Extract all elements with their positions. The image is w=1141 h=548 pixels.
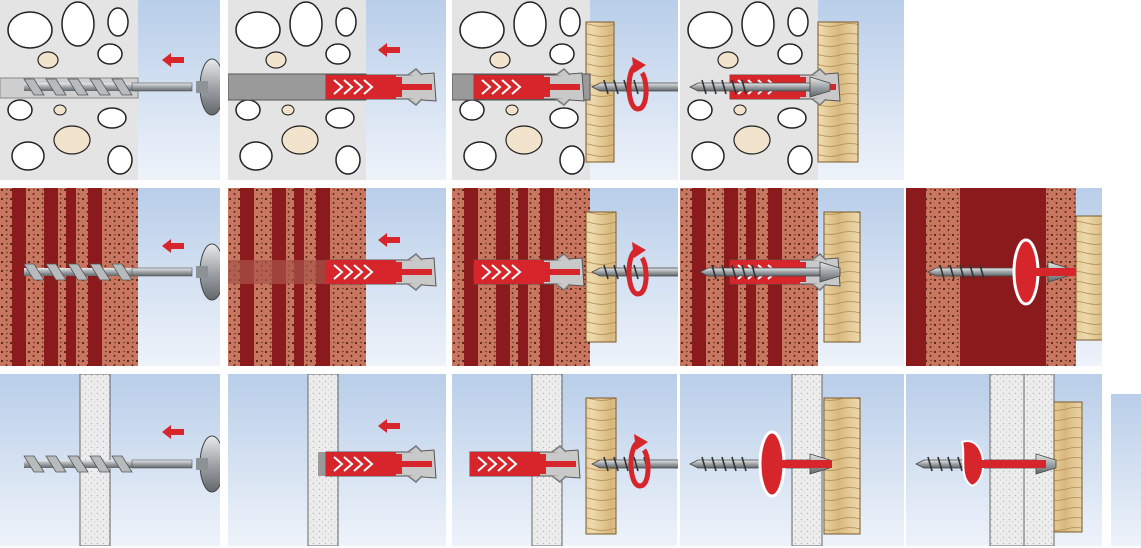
row1-step1-drill: [0, 0, 220, 180]
row2-step2-insert-plug: [228, 188, 446, 366]
row1-step3-drive-screw: [452, 0, 678, 180]
edge-strip: [1111, 394, 1141, 546]
row3-step1-drill: [0, 374, 220, 546]
row1-step4-expanded: [680, 0, 904, 180]
row2-step5-knotted-in-cavity: [906, 188, 1102, 366]
row3-step3-drive-screw: [452, 374, 678, 546]
row3-step4-folded-behind-board: [680, 374, 904, 546]
row1-step2-insert-plug: [228, 0, 446, 180]
row2-step1-drill: [0, 188, 220, 366]
row3-step2-insert-plug: [228, 374, 446, 546]
row2-step3-drive-screw: [452, 188, 678, 366]
row2-step4-expanded: [680, 188, 904, 366]
row3-step5-knotted-behind-board: [906, 374, 1102, 546]
